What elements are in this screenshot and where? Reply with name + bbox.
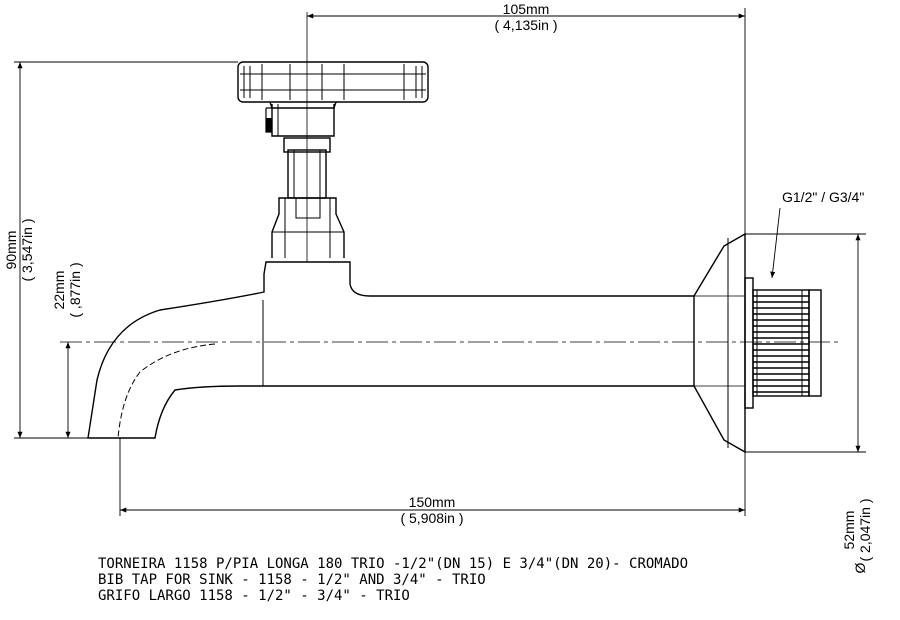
total-length-metric: 150mm xyxy=(409,494,456,510)
caption-spanish: GRIFO LARGO 1158 - 1/2" - 3/4" - TRIO xyxy=(98,588,410,604)
top-width-metric: 105mm xyxy=(503,1,550,17)
thread-label: G1/2" / G3/4" xyxy=(782,189,864,205)
top-width-imperial: ( 4,135in ) xyxy=(494,17,557,33)
faucet-drawing xyxy=(87,61,822,454)
flange-diameter-metric: 52mm xyxy=(841,511,857,550)
spout-inner-curve xyxy=(117,343,216,439)
threaded-connector xyxy=(744,277,822,409)
spout-body xyxy=(87,261,694,439)
spout-height-metric: 22mm xyxy=(51,271,67,310)
handle xyxy=(237,61,429,109)
total-height-metric: 90mm xyxy=(3,231,19,270)
spout-height-imperial: ( ,877in ) xyxy=(67,262,83,317)
flange xyxy=(693,232,746,454)
flange-diameter-imperial: ( 2,047in ) xyxy=(857,498,873,561)
caption-english: BIB TAP FOR SINK - 1158 - 1/2" AND 3/4" … xyxy=(98,572,486,588)
total-height-imperial: ( 3,547in ) xyxy=(19,218,35,281)
dimension-lines xyxy=(14,8,866,516)
diameter-symbol: Ø xyxy=(852,562,868,573)
caption-portuguese: TORNEIRA 1158 P/PIA LONGA 180 TRIO -1/2"… xyxy=(98,556,689,572)
valve-bonnet xyxy=(271,197,345,258)
total-length-imperial: ( 5,908in ) xyxy=(400,510,463,526)
